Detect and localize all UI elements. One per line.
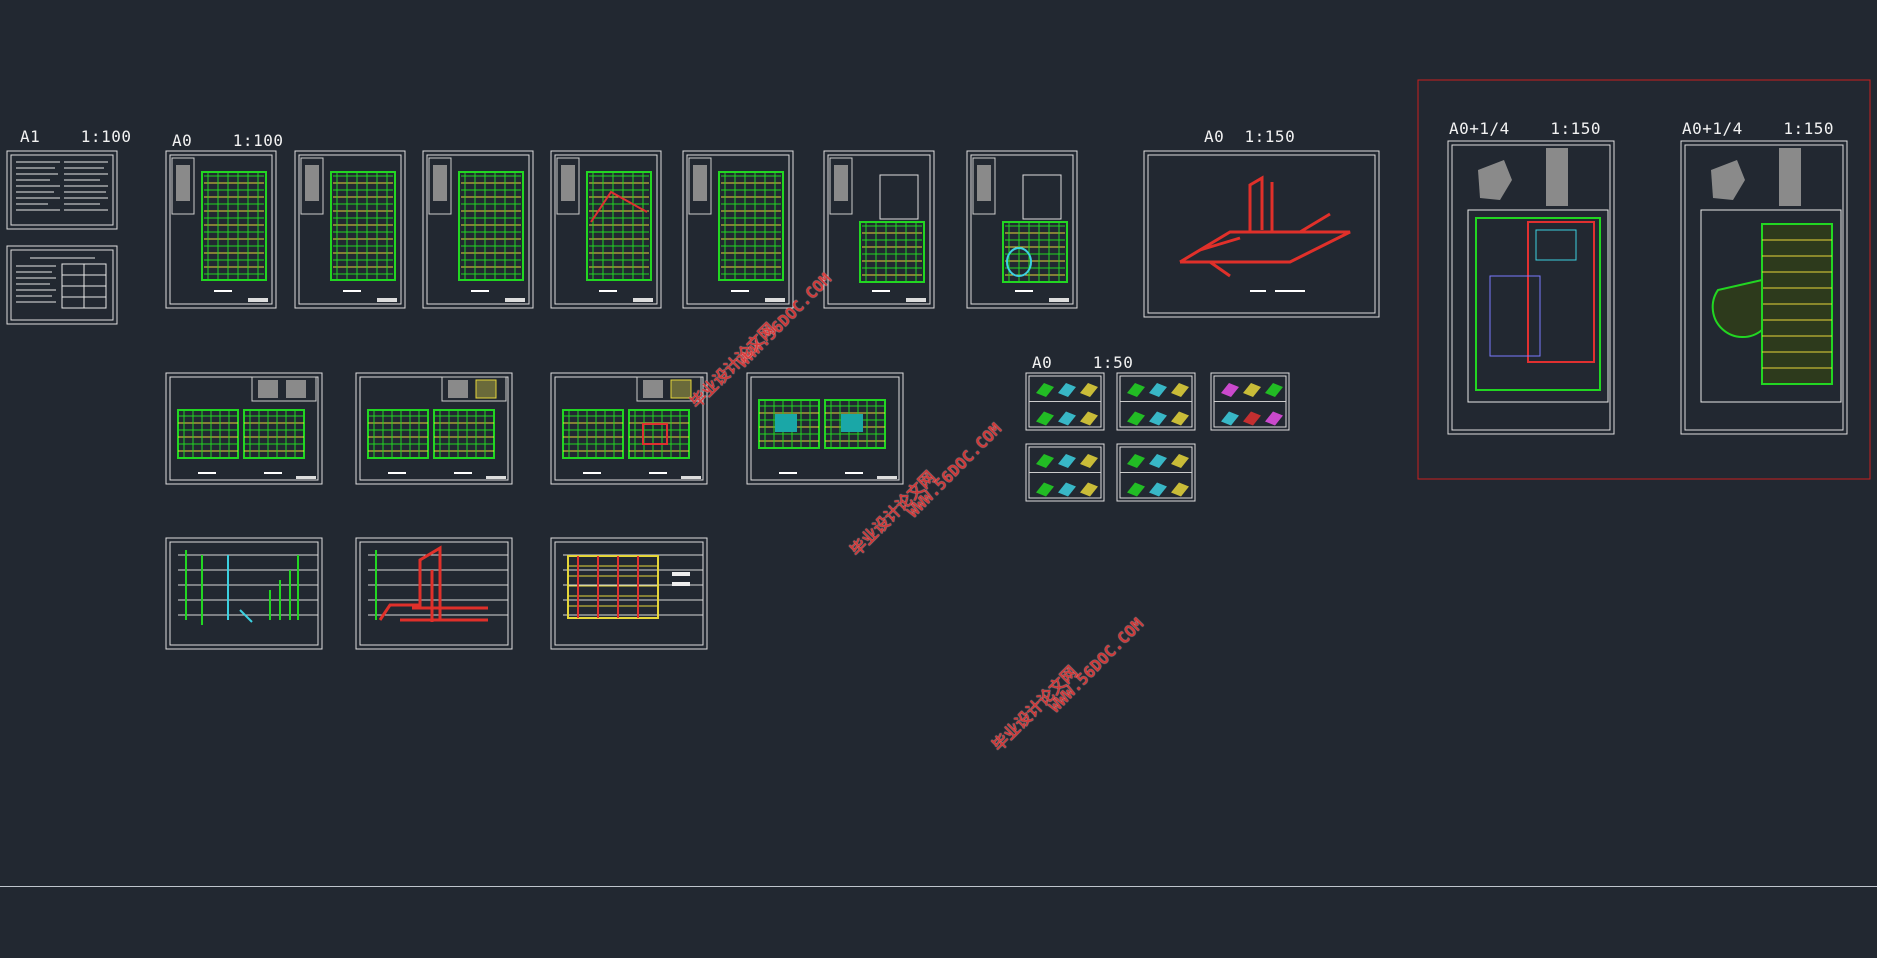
sheet-design-notes-2[interactable]	[6, 245, 118, 325]
sheet-floor-plan[interactable]	[823, 150, 935, 309]
sheet-large-plan-right[interactable]	[1680, 140, 1848, 435]
sheet-floor-plan[interactable]	[966, 150, 1078, 309]
label-a0-plans-scale: A0 1:100	[172, 131, 284, 150]
row-floor-plans	[165, 150, 1078, 309]
label-a0q-left-scale: A0+1/4 1:150	[1449, 119, 1601, 138]
sheet-detail[interactable]	[1025, 372, 1105, 431]
sheet-detail[interactable]	[1116, 372, 1196, 431]
sheet-plan-pair[interactable]	[550, 372, 708, 485]
sheet-floor-plan[interactable]	[422, 150, 534, 309]
sheet-floor-plan[interactable]	[165, 150, 277, 309]
row-detail-sheets	[1025, 372, 1290, 502]
sheet-design-notes-1[interactable]	[6, 150, 118, 230]
sheet-pipe-system-axonometric[interactable]	[1143, 150, 1380, 318]
sheet-riser-diagram-1[interactable]	[165, 537, 323, 650]
sheet-plan-pair[interactable]	[165, 372, 323, 485]
sheet-large-plan-left[interactable]	[1447, 140, 1615, 435]
sheet-detail[interactable]	[1210, 372, 1290, 431]
sheet-floor-plan[interactable]	[550, 150, 662, 309]
label-a0q-right-scale: A0+1/4 1:150	[1682, 119, 1834, 138]
label-a0-system-scale: A0 1:150	[1204, 127, 1296, 146]
sheet-floor-plan[interactable]	[294, 150, 406, 309]
command-area-divider	[0, 886, 1877, 887]
sheet-riser-diagram-2[interactable]	[355, 537, 513, 650]
sheet-riser-diagram-3[interactable]	[550, 537, 708, 650]
row-plan-pairs	[165, 372, 904, 485]
sheet-detail[interactable]	[1116, 443, 1196, 502]
selection-box[interactable]	[1417, 79, 1871, 480]
sheet-plan-pair[interactable]	[355, 372, 513, 485]
sheet-detail[interactable]	[1025, 443, 1105, 502]
label-a1-scale: A1 1:100	[20, 127, 132, 146]
label-a0-details-scale: A0 1:50	[1032, 353, 1134, 372]
sheet-floor-plan[interactable]	[682, 150, 794, 309]
sheet-plan-pair[interactable]	[746, 372, 904, 485]
